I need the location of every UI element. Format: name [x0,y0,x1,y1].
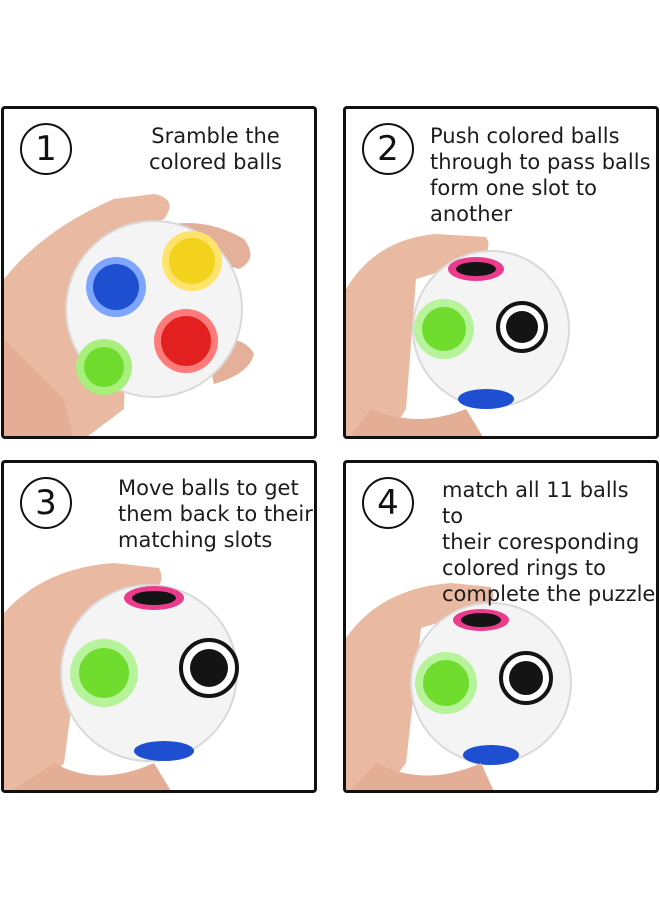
step-2-number: 2 [362,123,414,175]
hand-holding-completed-ball-photo [346,583,572,790]
step-1-panel: 1 Sramble the colored balls [1,106,317,439]
step-4-panel: 4 match all 11 balls to their corespondi… [343,460,659,793]
step-4-number: 4 [362,477,414,529]
hand-holding-scrambled-ball-photo [4,194,254,436]
step-3-panel: 3 Move balls to get them back to their m… [1,460,317,793]
step-3-caption: Move balls to get them back to their mat… [118,476,313,552]
hand-moving-balls-photo [4,563,239,790]
step-1-number: 1 [20,123,72,175]
step-1-caption: Sramble the colored balls [149,124,282,174]
step-3-number: 3 [20,477,72,529]
step-2-panel: 2 Push colored balls through to pass bal… [343,106,659,439]
hand-pushing-balls-photo [346,234,570,436]
step-4-caption: match all 11 balls to their coresponding… [442,478,656,606]
step-2-caption: Push colored balls through to pass balls… [430,124,651,226]
